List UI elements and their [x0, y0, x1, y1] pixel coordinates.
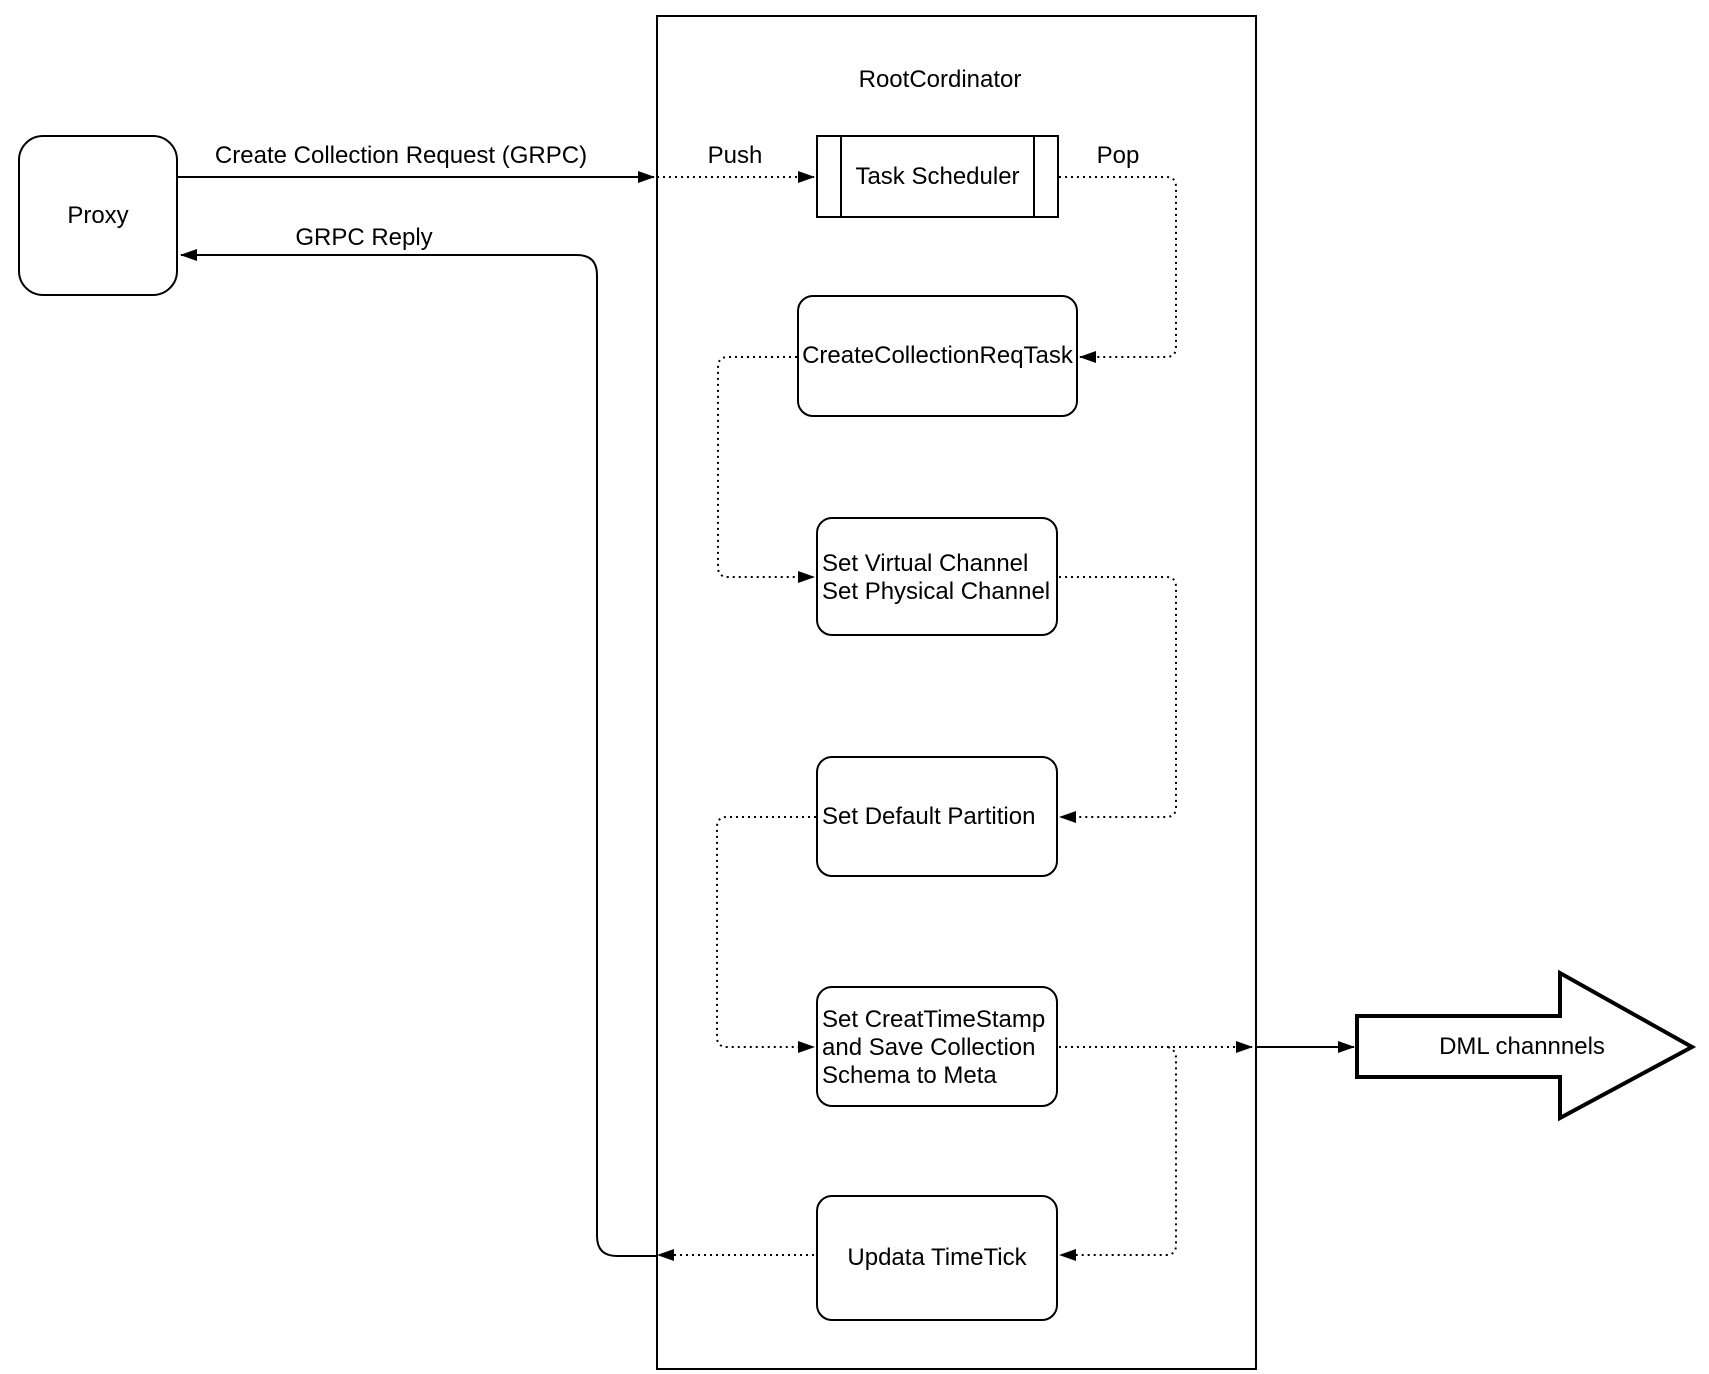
node-proxy: Proxy [18, 135, 178, 296]
set-create-timestamp-line2: and Save Collection [822, 1034, 1036, 1061]
set-physical-channel-line: Set Physical Channel [822, 578, 1051, 605]
edge-timestamp-to-update-timetick [1059, 1046, 1177, 1261]
root-coordinator-title: RootCordinator [858, 66, 1022, 93]
set-create-timestamp-line1: Set CreatTimeStamp [822, 1006, 1046, 1033]
dml-channels-label: DML channnels [1439, 1033, 1605, 1060]
edge-default-partition-to-timestamp [716, 816, 816, 1053]
edge-reqtask-to-set-channels [717, 356, 815, 583]
edge-pop [1059, 176, 1177, 363]
set-create-timestamp-line3: Schema to Meta [822, 1062, 997, 1089]
create-collection-req-task-label: CreateCollectionReqTask [802, 342, 1073, 369]
set-default-partition-label: Set Default Partition [822, 803, 1036, 830]
edge-set-channels-to-default-partition [1059, 576, 1177, 823]
edge-grpc-reply [180, 249, 656, 1257]
set-create-timestamp-label: Set CreatTimeStamp and Save Collection S… [822, 1006, 1045, 1090]
push-label: Push [707, 142, 763, 169]
node-set-default-partition [816, 756, 1058, 877]
queue-divider-left [840, 137, 842, 216]
set-channels-label: Set Virtual Channel Set Physical Channel [822, 550, 1050, 606]
pop-label: Pop [1096, 142, 1140, 169]
set-virtual-channel-line: Set Virtual Channel [822, 550, 1029, 577]
grpc-reply-label: GRPC Reply [295, 224, 433, 251]
queue-divider-right [1033, 137, 1035, 216]
node-update-timetick: Updata TimeTick [816, 1195, 1058, 1321]
node-set-channels [816, 517, 1058, 636]
node-task-scheduler: Task Scheduler [816, 135, 1059, 218]
proxy-label: Proxy [67, 201, 129, 229]
node-create-collection-req-task: CreateCollectionReqTask [797, 295, 1078, 417]
node-set-create-timestamp [816, 986, 1058, 1107]
dml-channels-arrow-shape [1355, 969, 1697, 1122]
create-collection-request-label: Create Collection Request (GRPC) [214, 142, 588, 169]
task-scheduler-label: Task Scheduler [855, 162, 1020, 190]
update-timetick-label: Updata TimeTick [847, 1244, 1027, 1271]
root-coordinator-container [656, 15, 1257, 1370]
